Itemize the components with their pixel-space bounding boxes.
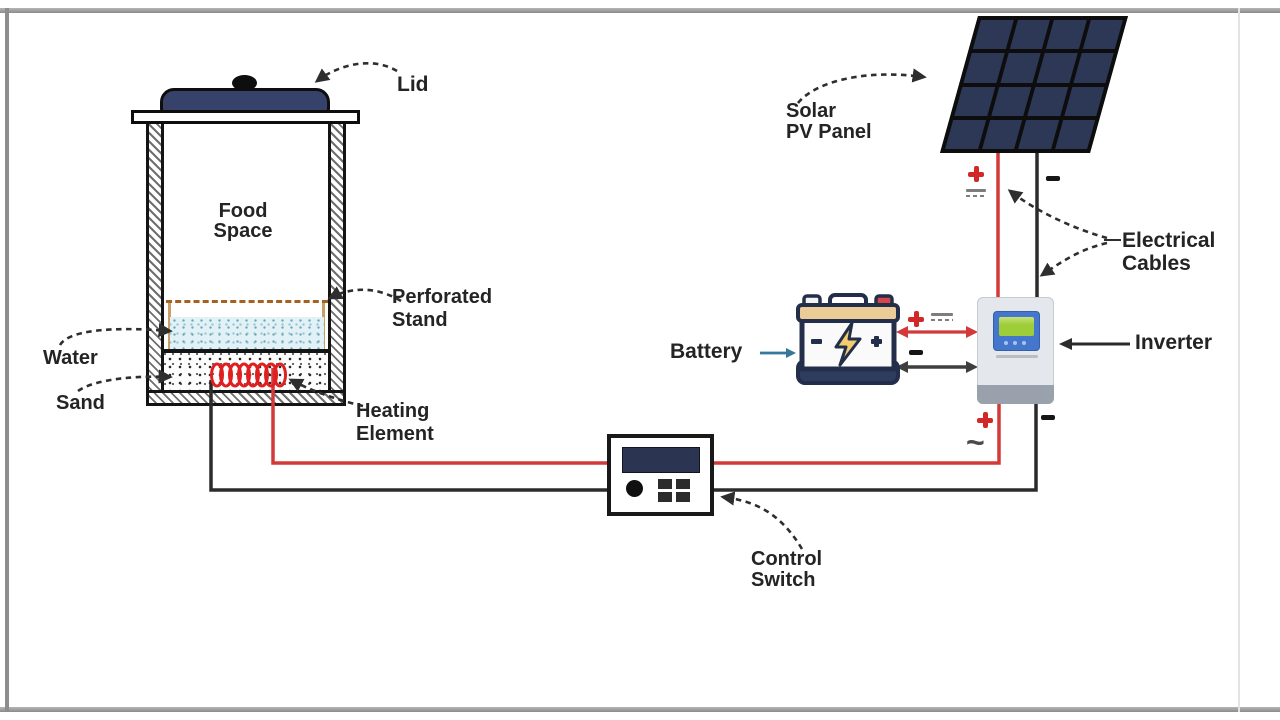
inverter-button bbox=[1004, 341, 1008, 345]
inverter-button bbox=[1022, 341, 1026, 345]
battery-minus-mark bbox=[811, 339, 822, 344]
minus-symbol bbox=[1046, 176, 1060, 181]
control-switch-key bbox=[676, 492, 690, 502]
cables-pointer-positive bbox=[1007, 189, 1108, 240]
perforated-stand-label: Perforated Stand bbox=[392, 286, 493, 331]
control-switch-key bbox=[676, 479, 690, 489]
solar-cell bbox=[963, 53, 1005, 83]
inverter-button bbox=[1013, 341, 1017, 345]
sand-pointer bbox=[77, 369, 173, 393]
battery-top-strip bbox=[796, 303, 900, 323]
control-switch-pointer bbox=[720, 491, 804, 550]
dc-line-icon bbox=[966, 189, 986, 197]
arrowhead bbox=[966, 361, 978, 373]
heating-element-icon bbox=[210, 362, 287, 388]
heating-element-label: Heating Element bbox=[356, 400, 434, 445]
control-switch-display bbox=[622, 447, 700, 473]
solar-pv-panel-label: Solar PV Panel bbox=[786, 100, 872, 143]
solar-panel-pointer bbox=[796, 68, 927, 104]
control-switch-key bbox=[658, 492, 672, 502]
solar-cell bbox=[1082, 20, 1123, 50]
frame-bottom-border bbox=[0, 707, 1280, 712]
solar-cell bbox=[1000, 53, 1041, 83]
water-layer bbox=[170, 317, 324, 351]
solar-cell bbox=[1018, 119, 1059, 149]
pot-bottom bbox=[146, 390, 346, 406]
solar-cell bbox=[990, 86, 1032, 116]
control-switch-key bbox=[658, 479, 672, 489]
minus-symbol bbox=[909, 350, 923, 355]
solar-cell bbox=[1054, 119, 1096, 149]
arrowhead bbox=[786, 348, 796, 358]
solar-cell bbox=[1036, 53, 1078, 83]
perforated-stand-icon bbox=[166, 300, 328, 303]
frame-left-border bbox=[5, 8, 9, 712]
solar-cell bbox=[1045, 20, 1087, 50]
plus-symbol bbox=[977, 412, 993, 428]
perforated-stand-pointer bbox=[327, 286, 402, 303]
arrowhead bbox=[966, 326, 978, 338]
plus-symbol bbox=[968, 166, 984, 182]
frame-top-border bbox=[0, 8, 1280, 13]
lightning-bolt-icon bbox=[834, 321, 862, 367]
plus-symbol bbox=[908, 311, 924, 327]
solar-cell bbox=[1073, 53, 1114, 83]
solar-cell bbox=[972, 20, 1014, 50]
minus-symbol bbox=[1041, 415, 1055, 420]
control-switch-label: Control Switch bbox=[751, 548, 823, 591]
solar-cell bbox=[1027, 86, 1068, 116]
arrowhead bbox=[896, 361, 908, 373]
dc-line-icon bbox=[931, 313, 953, 321]
cables-pointer-negative bbox=[1039, 241, 1108, 277]
electrical-cables-label: Electrical Cables bbox=[1122, 229, 1216, 275]
lid-label: Lid bbox=[397, 73, 429, 96]
frame-right-border bbox=[1238, 8, 1240, 712]
lid-pointer bbox=[314, 61, 398, 83]
control-switch-button bbox=[626, 480, 643, 497]
battery-icon bbox=[796, 293, 900, 385]
battery-label: Battery bbox=[670, 340, 743, 363]
solar-cell bbox=[954, 86, 995, 116]
water-label: Water bbox=[43, 347, 98, 369]
sand-label: Sand bbox=[56, 392, 105, 414]
inverter-bottom-band bbox=[977, 385, 1054, 404]
lid-knob bbox=[232, 75, 257, 91]
heating-element-pointer bbox=[288, 378, 364, 408]
inverter-vent bbox=[996, 355, 1038, 358]
solar-cell bbox=[945, 119, 986, 149]
food-space-label: Food Space bbox=[213, 200, 273, 242]
battery-plus-mark bbox=[874, 336, 879, 347]
solar-cell bbox=[1063, 86, 1105, 116]
inner-vessel-line bbox=[164, 349, 328, 353]
water-pointer bbox=[58, 322, 173, 346]
inverter-label: Inverter bbox=[1135, 331, 1213, 354]
arrowhead bbox=[1059, 338, 1072, 350]
ac-wave-icon: ~ bbox=[966, 424, 985, 460]
inverter-lcd bbox=[999, 317, 1034, 336]
solar-cell bbox=[981, 119, 1023, 149]
arrowhead bbox=[896, 326, 908, 338]
solar-cell bbox=[1009, 20, 1050, 50]
